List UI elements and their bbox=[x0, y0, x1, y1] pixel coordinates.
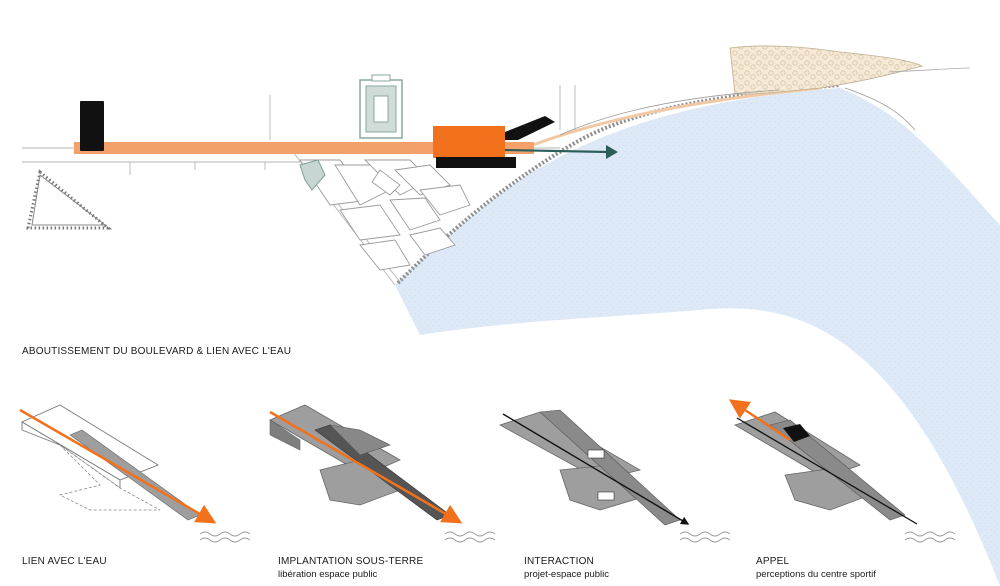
panel-1-title: LIEN AVEC L'EAU bbox=[22, 556, 107, 567]
panel-4-subtitle: perceptions du centre sportif bbox=[756, 569, 876, 580]
main-caption: ABOUTISSEMENT DU BOULEVARD & LIEN AVEC L… bbox=[22, 346, 292, 357]
water-waves-icon-4 bbox=[904, 531, 956, 543]
green-edge-block bbox=[299, 159, 326, 191]
boulevard-band bbox=[74, 142, 534, 154]
tower-block bbox=[80, 101, 104, 151]
panel-3-title: INTERACTION bbox=[524, 556, 594, 567]
site-plan bbox=[22, 45, 1000, 586]
civic-building bbox=[359, 74, 403, 139]
appel-building-block bbox=[783, 424, 810, 442]
panel-4-diagram bbox=[728, 399, 956, 543]
panel-2-subtitle: libération espace public bbox=[278, 569, 378, 580]
park-trees bbox=[729, 45, 924, 95]
panel-4-title: APPEL bbox=[756, 556, 790, 567]
panel-2-title: IMPLANTATION SOUS-TERRE bbox=[278, 556, 424, 567]
water-area bbox=[395, 88, 1000, 586]
arrow-head bbox=[606, 145, 618, 159]
water-waves-icon-3 bbox=[679, 531, 731, 543]
roundabout bbox=[31, 174, 107, 226]
pier-element bbox=[505, 116, 555, 140]
panel-2-diagram bbox=[269, 404, 496, 543]
water-waves-icon bbox=[199, 531, 251, 543]
panel-3-diagram bbox=[498, 409, 731, 543]
underground-slab bbox=[436, 157, 516, 168]
water-waves-icon-2 bbox=[444, 531, 496, 543]
panel-3-subtitle: projet-espace public bbox=[524, 569, 610, 580]
panel-1-diagram bbox=[19, 404, 251, 543]
shoreline-embankment bbox=[396, 83, 841, 285]
water-link-arrow bbox=[504, 148, 609, 154]
sports-center-building bbox=[433, 126, 505, 158]
